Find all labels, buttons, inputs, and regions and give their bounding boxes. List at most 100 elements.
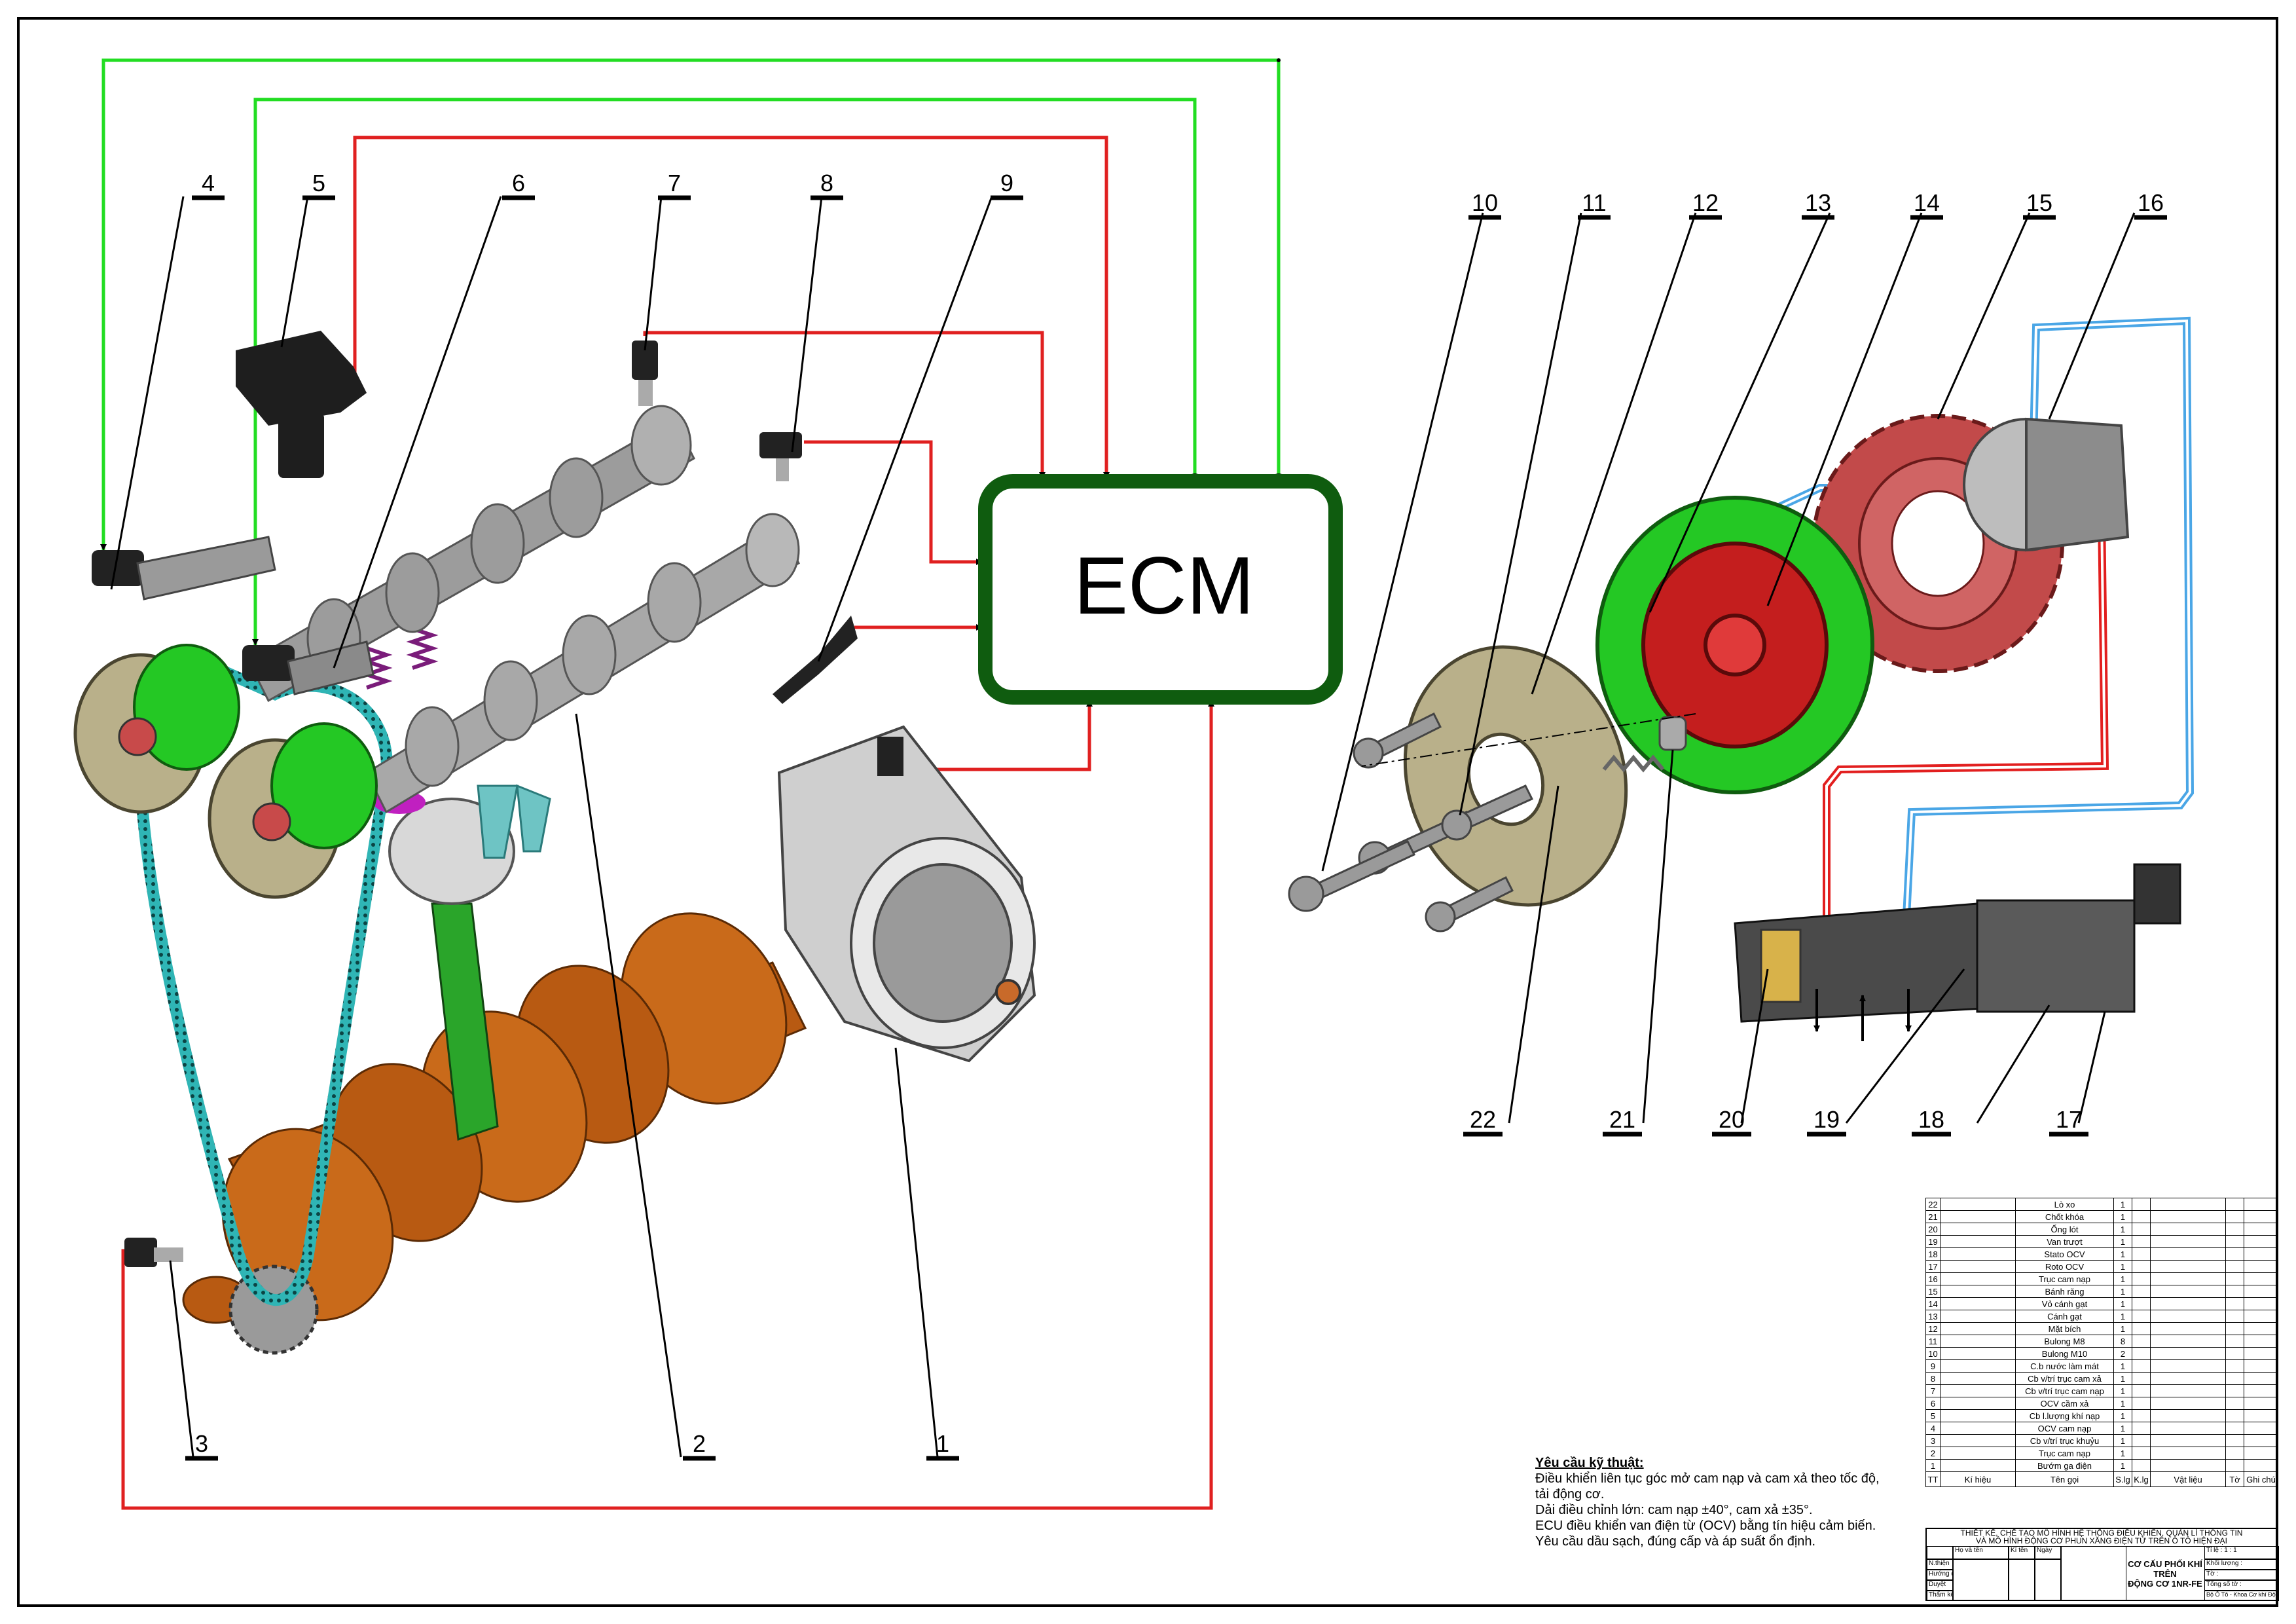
bom-cell-name: Cb v/trí trục cam nạp	[2015, 1384, 2114, 1397]
ocv-intake-illustration	[92, 536, 276, 600]
coolant-sensor-illustration	[773, 616, 858, 704]
bom-cell-no: 6	[1925, 1397, 1941, 1410]
title-block: THIẾT KẾ, CHẾ TẠO MÔ HÌNH HỆ THỐNG ĐIỀU …	[1925, 1528, 2279, 1601]
bom-cell-mass	[2132, 1335, 2151, 1348]
role-label: Duyệt	[1927, 1580, 1953, 1591]
bom-cell-no: 14	[1925, 1297, 1941, 1310]
bom-cell-mass	[2132, 1247, 2151, 1261]
bom-cell-name: Chốt khóa	[2015, 1210, 2114, 1223]
bom-cell-code	[1940, 1247, 2016, 1261]
bom-cell-note	[2244, 1347, 2278, 1360]
svg-text:11: 11	[1582, 189, 1606, 216]
bom-cell-no: 19	[1925, 1235, 1941, 1248]
bom-cell-qty: 1	[2113, 1297, 2132, 1310]
col-head: Kí tên	[2009, 1546, 2035, 1559]
bom-cell-name: Cb l.lượng khí nạp	[2015, 1409, 2114, 1422]
bom-cell-mass	[2132, 1223, 2151, 1236]
technical-requirements: Yêu cầu kỹ thuật: Điều khiển liên tục gó…	[1535, 1455, 1928, 1549]
bom-cell-name: OCV cam nạp	[2015, 1422, 2114, 1435]
svg-text:15: 15	[2026, 189, 2052, 216]
bom-cell-code	[1940, 1285, 2016, 1298]
bom-cell-no: 4	[1925, 1422, 1941, 1435]
svg-text:19: 19	[1813, 1106, 1840, 1133]
bom-cell-note	[2244, 1260, 2278, 1273]
wire-red-throttle	[902, 700, 1093, 771]
bom-cell-qty: 8	[2113, 1335, 2132, 1348]
bom-cell-note	[2244, 1397, 2278, 1410]
bom-cell-code	[1940, 1272, 2016, 1285]
bolts-illustration	[1288, 712, 1534, 932]
bom-cell-sheet	[2225, 1434, 2244, 1447]
bom-cell-sheet	[2225, 1372, 2244, 1385]
bom-cell-qty: 1	[2113, 1235, 2132, 1248]
svg-text:20: 20	[1719, 1106, 1745, 1133]
bom-cell-name: Trục cam nạp	[2015, 1447, 2114, 1460]
bom-cell-material	[2150, 1247, 2226, 1261]
bom-cell-name: Stato OCV	[2015, 1247, 2114, 1261]
ecm-label: ECM	[1074, 541, 1254, 631]
callout-3: 3	[185, 1430, 218, 1461]
svg-text:3: 3	[195, 1430, 208, 1457]
bom-cell-code	[1940, 1210, 2016, 1223]
callout-12: 12	[1689, 189, 1722, 220]
bom-cell-no: 8	[1925, 1372, 1941, 1385]
bom-cell-name: Bánh răng	[2015, 1285, 2114, 1298]
bom-cell-material	[2150, 1359, 2226, 1373]
bom-cell-note	[2244, 1210, 2278, 1223]
callout-4: 4	[192, 170, 225, 200]
bom-cell-sheet	[2225, 1260, 2244, 1273]
total-sheets-label: Tổng số tờ :	[2204, 1580, 2279, 1591]
bom-cell-note	[2244, 1434, 2278, 1447]
svg-text:17: 17	[2056, 1106, 2082, 1133]
callout-18: 18	[1912, 1106, 1951, 1137]
callout-10: 10	[1468, 189, 1501, 220]
svg-text:16: 16	[2138, 189, 2164, 216]
bom-cell-note	[2244, 1335, 2278, 1348]
bom-cell-note	[2244, 1322, 2278, 1335]
ocv-port-arrows	[1813, 989, 1912, 1041]
bom-cell-qty: 1	[2113, 1422, 2132, 1435]
bom-cell-qty: 1	[2113, 1384, 2132, 1397]
bom-cell-note	[2244, 1384, 2278, 1397]
bom-cell-qty: 1	[2113, 1272, 2132, 1285]
callout-22: 22	[1463, 1106, 1503, 1137]
wire-red-maf	[353, 136, 1110, 479]
crank-sensor-illustration	[124, 1238, 183, 1267]
bom-cell-name: Lò xo	[2015, 1198, 2114, 1211]
maf-sensor-illustration	[236, 331, 367, 478]
bom-cell-no: 20	[1925, 1223, 1941, 1236]
camshaft-exhaust	[365, 513, 800, 814]
bom-cell-no: 13	[1925, 1310, 1941, 1323]
project-subtitle-line: VÀ MÔ HÌNH ĐỘNG CƠ PHUN XĂNG ĐIỆN TỬ TRÊ…	[1976, 1536, 2227, 1545]
requirement-line: Yêu cầu dầu sạch, đúng cấp và áp suất ổn…	[1535, 1534, 1816, 1549]
bom-cell-code	[1940, 1359, 2016, 1373]
vvt-exploded-view	[1288, 316, 2195, 1041]
bom-cell-name: Bulong M10	[2015, 1347, 2114, 1360]
bom-header: TT	[1925, 1471, 1941, 1487]
bom-cell-material	[2150, 1285, 2226, 1298]
bom-cell-qty: 2	[2113, 1347, 2132, 1360]
bom-cell-qty: 1	[2113, 1447, 2132, 1460]
bom-cell-material	[2150, 1297, 2226, 1310]
bom-cell-sheet	[2225, 1459, 2244, 1472]
engine-assembly	[73, 331, 1036, 1355]
bom-cell-code	[1940, 1322, 2016, 1335]
bom-cell-material	[2150, 1260, 2226, 1273]
bom-cell-material	[2150, 1335, 2226, 1348]
bom-cell-code	[1940, 1260, 2016, 1273]
spring-illustration	[1602, 754, 1665, 773]
bom-cell-no: 21	[1925, 1210, 1941, 1223]
svg-text:14: 14	[1914, 189, 1940, 216]
bom-cell-mass	[2132, 1384, 2151, 1397]
bom-header: Ghi chú	[2244, 1471, 2278, 1487]
bom-cell-name: Cb v/trí trục cam xả	[2015, 1372, 2114, 1385]
bom-header: Vật liệu	[2150, 1471, 2226, 1487]
lock-pin-illustration	[1658, 716, 1687, 751]
bom-cell-sheet	[2225, 1447, 2244, 1460]
bom-cell-sheet	[2225, 1210, 2244, 1223]
